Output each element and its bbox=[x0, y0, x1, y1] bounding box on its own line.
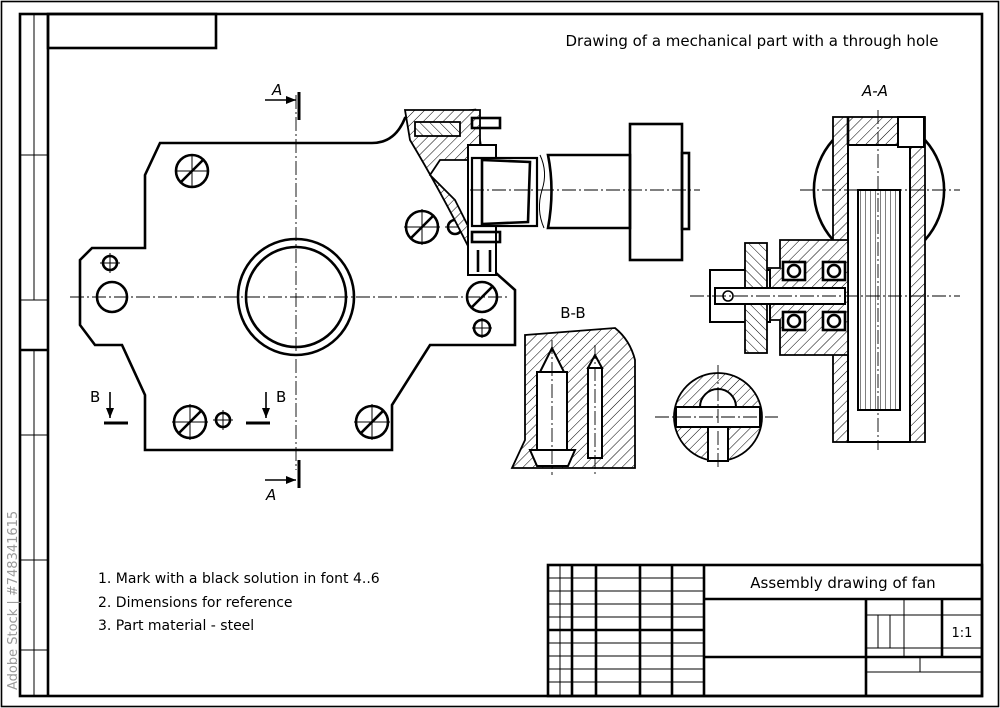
label-b-left: B bbox=[90, 388, 100, 406]
section-bb-label: B-B bbox=[560, 304, 585, 322]
label-b-right: B bbox=[276, 388, 286, 406]
plate-front-view bbox=[70, 95, 550, 470]
label-a-bottom: A bbox=[265, 486, 276, 504]
round-section-view bbox=[655, 365, 778, 470]
watermark-text: Adobe Stock | #748341615 bbox=[6, 510, 21, 690]
title-block-name: Assembly drawing of fan bbox=[750, 574, 935, 592]
drawing-title: Drawing of a mechanical part with a thro… bbox=[565, 32, 938, 50]
section-bb-view bbox=[510, 327, 636, 475]
shaft-view bbox=[538, 122, 700, 262]
section-aa-label: A-A bbox=[861, 82, 888, 100]
note-3: 3. Part material - steel bbox=[98, 618, 254, 634]
note-1: 1. Mark with a black solution in font 4.… bbox=[98, 571, 380, 587]
label-a-top: A bbox=[271, 81, 282, 99]
title-block: Assembly drawing of fan 1:1 bbox=[546, 563, 984, 698]
notes-block: 1. Mark with a black solution in font 4.… bbox=[98, 571, 380, 634]
section-marker-a: A A bbox=[265, 81, 301, 504]
section-aa-view bbox=[690, 110, 960, 450]
section-marker-b: B B bbox=[90, 388, 286, 425]
note-2: 2. Dimensions for reference bbox=[98, 595, 293, 611]
title-block-scale: 1:1 bbox=[952, 626, 973, 641]
